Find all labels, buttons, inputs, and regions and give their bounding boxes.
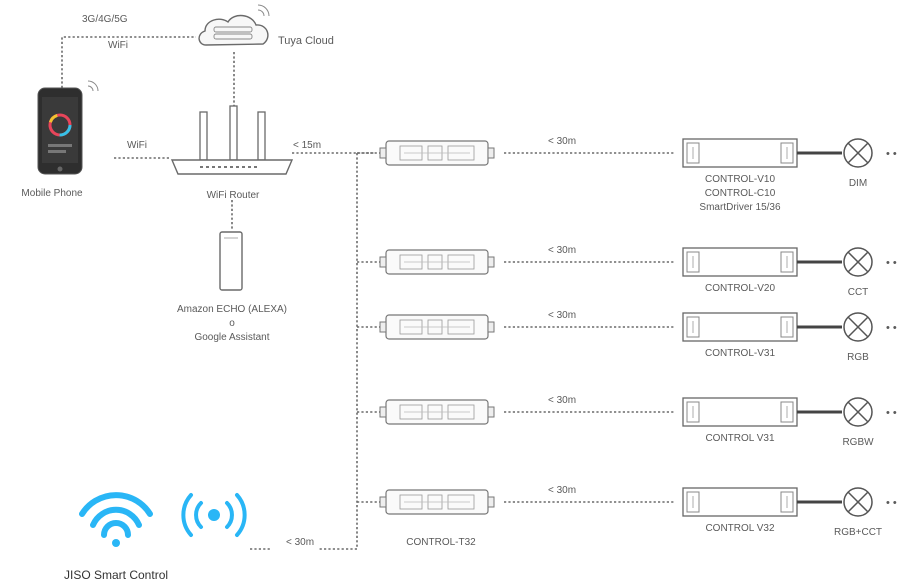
brand-label: JISO Smart Control [64,568,168,582]
lamp-icon [843,397,873,427]
phone-cloud-link [61,36,196,88]
distance-label: < 30m [548,245,576,256]
lamp-icon [843,487,873,517]
network-label: 3G/4G/5G [82,14,128,25]
more-lamps-dots: • • [886,322,897,334]
controller-icon [682,397,798,427]
assistant-label-3: Google Assistant [194,332,269,343]
controller-icon [682,312,798,342]
router-range-label: < 15m [293,140,321,151]
wifi-icon [79,492,153,547]
distance-label: < 30m [548,310,576,321]
more-lamps-dots: • • [886,257,897,269]
distance-label: < 30m [548,485,576,496]
wireless-module-icon [379,314,495,340]
cloud-icon [198,4,270,46]
remote-model-label: CONTROL-T32 [406,537,476,548]
lamp-type-label: DIM [849,178,867,189]
controller-model-label: CONTROL V32 [705,523,775,534]
controller-model-label: CONTROL-C10 [705,188,776,199]
remote-signal-icon [181,493,247,537]
wifi-router-label: WiFi Router [207,190,260,201]
wifi-router-icon [170,105,294,175]
phone-router-wifi-label: WiFi [127,140,147,151]
cloud-wifi-label: WiFi [108,40,128,51]
wireless-module-icon [379,140,495,166]
mobile-phone-label: Mobile Phone [21,188,83,199]
more-lamps-dots: • • [886,497,897,509]
controller-icon [682,487,798,517]
lamp-icon [843,138,873,168]
distance-label: < 30m [548,395,576,406]
smart-speaker-icon [219,231,243,291]
distance-label: < 30m [548,136,576,147]
wireless-module-icon [379,489,495,515]
lamp-icon [843,247,873,277]
lamp-icon [843,312,873,342]
controller-icon [682,138,798,168]
controller-model-label: CONTROL-V10 [705,174,775,185]
lamp-type-label: CCT [848,287,869,298]
bus-link [318,153,358,550]
more-lamps-dots: • • [886,148,897,160]
lamp-type-label: RGBW [842,437,874,448]
remote-range-label: < 30m [286,537,314,548]
lamp-type-label: RGB+CCT [834,527,882,538]
controller-model-label: CONTROL V31 [705,433,775,444]
wireless-module-icon [379,399,495,425]
cloud-label: Tuya Cloud [278,35,334,47]
assistant-label-1: Amazon ECHO (ALEXA) [177,304,287,315]
controller-model-label: SmartDriver 15/36 [699,202,781,213]
more-lamps-dots: • • [886,407,897,419]
wireless-module-icon [379,249,495,275]
controller-icon [682,247,798,277]
controller-model-label: CONTROL-V31 [705,348,775,359]
controller-model-label: CONTROL-V20 [705,283,775,294]
assistant-label-2: o [229,318,235,329]
lamp-type-label: RGB [847,352,869,363]
mobile-phone-icon [37,80,99,175]
